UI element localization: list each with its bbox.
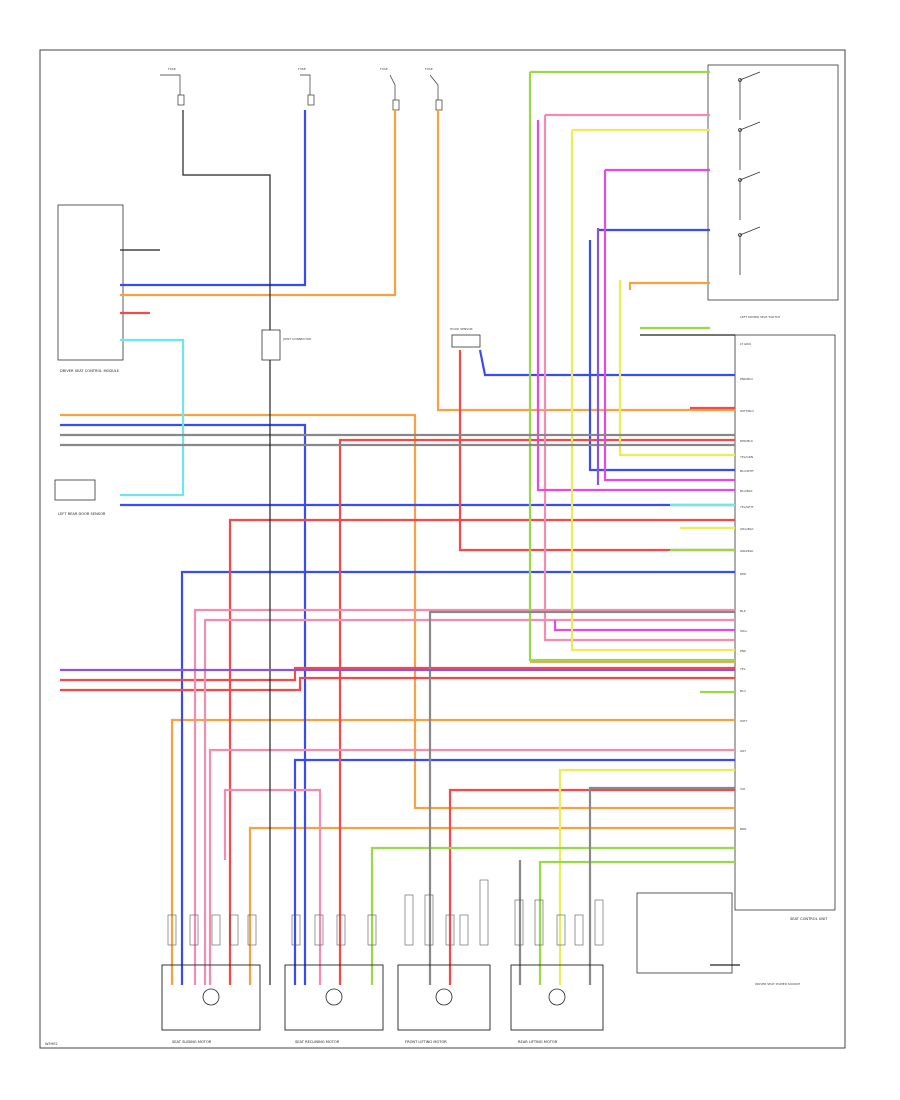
pin-label-19: VIO <box>740 787 746 791</box>
pin-label-12: BLK <box>740 609 747 613</box>
wire-cyan-1 <box>120 338 185 497</box>
fuse-label-2: FUSE <box>298 67 306 71</box>
wire-green-3 <box>370 846 735 985</box>
motor-2-box <box>284 964 384 1031</box>
wire-magenta-3 <box>603 170 735 482</box>
pin-label-11: RED <box>740 572 747 576</box>
pin-label-16: BLU <box>740 689 746 693</box>
motor-4: REAR LIFTING MOTOR <box>510 964 604 1044</box>
wire-blue-4 <box>180 570 735 985</box>
hood-sensor-box <box>451 334 481 348</box>
wire-yellow-4 <box>558 768 735 985</box>
motor-4-box <box>510 964 604 1031</box>
wire-blue-3 <box>293 758 735 985</box>
joint-connector-box <box>261 329 281 361</box>
pin-label-20: BRN <box>740 827 746 831</box>
fuse-label-3: FUSE <box>380 67 388 71</box>
diagram-id: W5902 <box>45 1042 58 1046</box>
motor-1-symbol <box>202 988 220 1006</box>
wire-red-4 <box>60 676 735 692</box>
left-rear-sensor-box <box>54 479 96 501</box>
motor-1-label: SEAT SLIDING MOTOR <box>172 1040 212 1044</box>
driver-power-source-label: DRIVER SEAT POWER SOURCE <box>755 982 800 986</box>
wire-orange-6 <box>628 281 710 290</box>
motor-3-label: FRONT LIFTING MOTOR <box>405 1040 447 1044</box>
control-unit-pins: LT GRN PNK/BLU WHT/BLU RED/BLK YEL/GRN B… <box>740 342 755 831</box>
wire-pink-1 <box>193 608 735 985</box>
hood-sensor-label: HOOD SENSOR <box>450 327 473 331</box>
pin-label-10: GRN/BLK <box>740 549 754 553</box>
wire-orange-4 <box>170 718 735 985</box>
fuse-group <box>160 74 443 111</box>
motor-3-box <box>397 964 491 1031</box>
diagram-border <box>39 49 846 1049</box>
fuse-label-1: FUSE <box>168 67 176 71</box>
wire-orange-5 <box>248 826 735 985</box>
wire-blue-5 <box>478 349 735 377</box>
power-seat-switch-box <box>707 64 839 301</box>
wire-magenta-4 <box>553 620 735 632</box>
pin-label-7: BLU/BLK <box>740 489 754 493</box>
fuse-label-4: FUSE <box>425 67 433 71</box>
motor-4-label: REAR LIFTING MOTOR <box>518 1040 558 1044</box>
pin-label-13: ORG <box>740 629 747 633</box>
motor-1: SEAT SLIDING MOTOR <box>161 964 261 1044</box>
wire-green-2 <box>528 72 735 662</box>
pin-label-8: YEL/WHT <box>740 505 754 509</box>
switch-contacts <box>738 71 761 275</box>
wire-blue-7 <box>588 240 735 472</box>
driver-power-source-box <box>636 892 733 974</box>
wire-pink-6 <box>208 748 735 985</box>
motor-3: FRONT LIFTING MOTOR <box>397 964 491 1044</box>
wire-orange-1 <box>120 110 397 297</box>
pin-label-3: WHT/BLU <box>740 409 754 413</box>
pin-label-15: YEL <box>740 667 746 671</box>
seat-control-unit-label: SEAT CONTROL UNIT <box>790 917 828 921</box>
wire-yellow-3 <box>618 280 735 457</box>
wire-red-2 <box>458 350 735 552</box>
motor-3-symbol <box>435 988 453 1006</box>
wire-red-8 <box>448 788 735 985</box>
wire-gray-4 <box>588 786 735 985</box>
power-seat-switch-label: LEFT POWER SEAT SWITCH <box>740 315 780 319</box>
wire-red-6 <box>228 518 735 985</box>
wires <box>60 70 740 985</box>
motor-2-symbol <box>325 988 343 1006</box>
left-rear-sensor-label: LEFT REAR DOOR SENSOR <box>58 512 106 516</box>
pin-label-1: LT GRN <box>740 342 751 346</box>
motor-1-box <box>161 964 261 1031</box>
seat-control-unit-box <box>734 334 836 911</box>
wire-gray-3 <box>428 610 735 985</box>
wire-pink-2 <box>203 618 735 985</box>
pin-label-6: BLU/WHT <box>740 469 754 473</box>
motor-2: SEAT RECLINING MOTOR <box>284 964 384 1044</box>
pin-label-9: ORG/BLK <box>740 527 755 531</box>
pin-label-17: WHT <box>740 719 747 723</box>
wire-pink-5 <box>223 788 322 985</box>
pin-label-2: PNK/BLU <box>740 377 753 381</box>
wire-orange-2 <box>436 110 735 412</box>
joint-connector-label: JOINT CONNECTOR <box>282 337 311 341</box>
driver-seat-module-box <box>57 204 124 361</box>
wire-red-3 <box>60 666 735 682</box>
wire-pink-4 <box>543 115 735 642</box>
wire-orange-3 <box>60 413 735 810</box>
wire-red-5 <box>338 438 735 985</box>
motor-4-symbol <box>548 988 566 1006</box>
pin-label-14: PNK <box>740 649 747 653</box>
motor-connector-stubs <box>167 879 604 946</box>
driver-seat-module-label: DRIVER SEAT CONTROL MODULE <box>60 369 120 373</box>
wire-magenta-1 <box>536 120 735 492</box>
motor-2-label: SEAT RECLINING MOTOR <box>295 1040 340 1044</box>
wire-black-1 <box>182 110 271 330</box>
pin-label-5: YEL/GRN <box>740 455 753 459</box>
wire-green-4 <box>538 860 735 985</box>
pin-label-18: GRY <box>740 749 746 753</box>
wire-blue-1 <box>120 110 307 287</box>
pin-label-4: RED/BLK <box>740 439 754 443</box>
wire-blue-2 <box>60 423 307 985</box>
wire-yellow-2 <box>570 130 735 652</box>
